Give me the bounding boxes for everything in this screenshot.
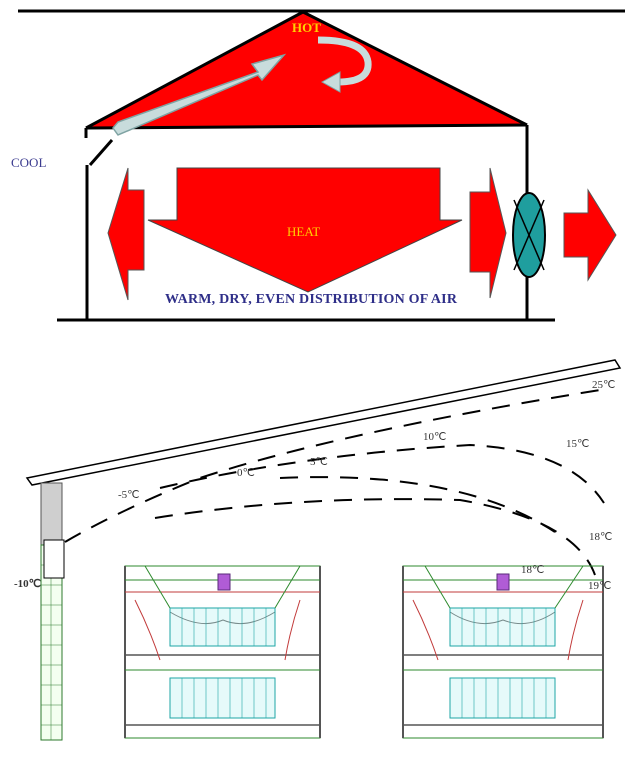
temp-18-right-label: 18℃ [589, 531, 613, 543]
fan-blade-2 [513, 199, 545, 271]
temp-10-label: 10℃ [423, 431, 447, 443]
temp-5-label: 5℃ [310, 456, 328, 468]
roof-right [302, 10, 528, 127]
feeder-right [496, 573, 510, 591]
heat-down-arrow [147, 167, 463, 293]
isotherm-middle [159, 443, 605, 504]
top-house-diagram [18, 9, 625, 322]
cage-tier-upper-left [169, 607, 276, 647]
heat-label: HEAT [287, 224, 321, 239]
temp-outside-label: -10℃ [14, 578, 42, 590]
roof-left [85, 10, 304, 130]
temp-18-mid-label: 18℃ [521, 564, 545, 576]
cool-label: COOL [11, 155, 47, 170]
cage-tier-upper-right [449, 607, 556, 647]
swirl-arrow [317, 36, 372, 86]
temp-15-label: 15℃ [566, 438, 590, 450]
cage-unit-left [124, 565, 321, 739]
temp-25-label: 25℃ [592, 379, 616, 391]
isotherm-lower [154, 498, 596, 576]
swirl-arrow-head [320, 71, 341, 93]
feeder-left [217, 573, 231, 591]
isotherm-upper [64, 389, 601, 543]
barn-roof [25, 359, 622, 486]
bottom-barn-diagram [25, 359, 622, 741]
wall-column-pad [40, 482, 63, 546]
cage-unit-right [402, 565, 604, 739]
hot-label: HOT [292, 20, 321, 35]
outlet-arrow [563, 188, 617, 282]
distribution-caption: WARM, DRY, EVEN DISTRIBUTION OF AIR [165, 292, 458, 307]
cage-tier-lower-left [169, 677, 276, 719]
temp-19-label: 19℃ [588, 580, 612, 592]
isotherm-inner [279, 476, 556, 533]
right-heat-arrow [469, 167, 507, 299]
left-heat-arrow [107, 167, 145, 301]
temp-minus5-label: -5℃ [118, 489, 140, 501]
airflow-arrow [112, 53, 287, 136]
inlet-flap [88, 139, 114, 166]
temp-0-label: 0℃ [237, 467, 255, 479]
air-inlet [43, 539, 65, 579]
cage-tier-lower-right [449, 677, 556, 719]
ceiling-line [85, 123, 528, 130]
